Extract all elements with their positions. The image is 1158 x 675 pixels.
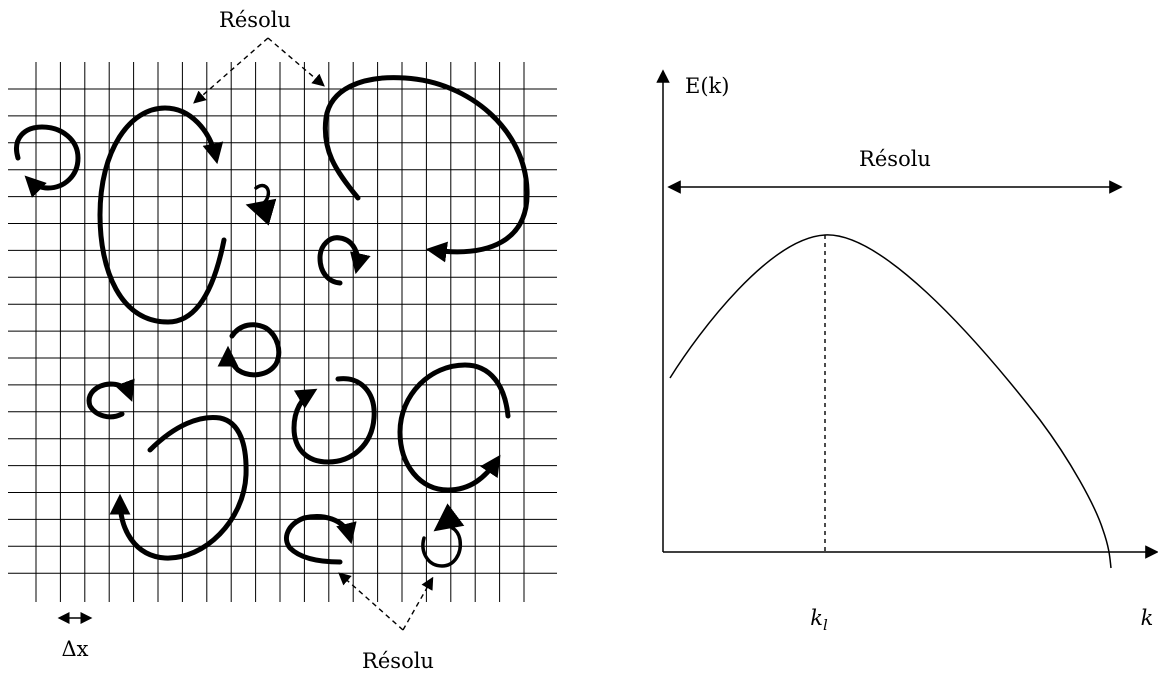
- eddy-small-mid-right: [320, 238, 358, 283]
- top-resolved-label: Résolu: [219, 8, 291, 32]
- y-axis-label: E(k): [685, 74, 729, 98]
- eddy-tiny: [251, 186, 268, 207]
- x-axis-label: k: [1141, 606, 1154, 630]
- top-resolved-arrow-right: [268, 38, 323, 85]
- bottom-resolved-arrow-left: [340, 574, 403, 630]
- energy-spectrum-curve: [670, 235, 1111, 568]
- eddy-medium-center: [294, 379, 374, 462]
- dx-label: Δx: [61, 637, 88, 661]
- peak-wavenumber-label: kl: [810, 606, 828, 634]
- eddy-large-bottom-right: [400, 365, 508, 490]
- eddy-small-bottom: [286, 517, 350, 562]
- eddy-large-left: [100, 108, 224, 322]
- bottom-resolved-arrow-right: [403, 579, 432, 630]
- eddy-small-center: [228, 325, 279, 375]
- resolved-range-label: Résolu: [859, 147, 931, 171]
- eddy-small-top-left: [17, 127, 78, 188]
- bottom-resolved-label: Résolu: [362, 649, 434, 673]
- mesh-grid: [8, 62, 557, 602]
